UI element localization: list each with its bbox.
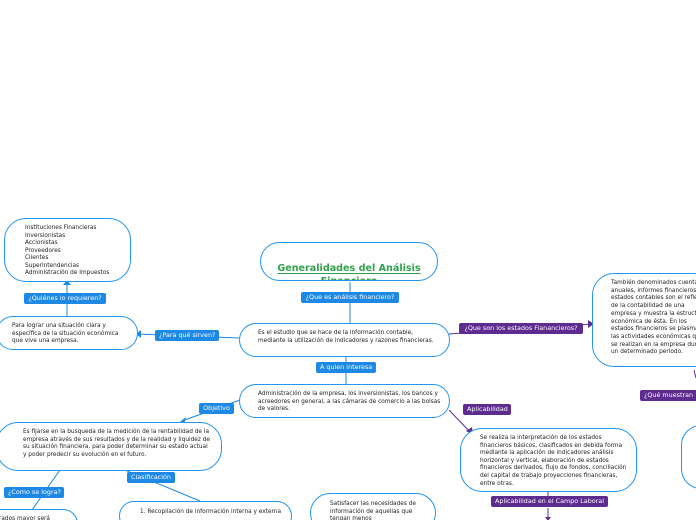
label-classification[interactable]: Clasificación [127,472,175,483]
arrow-purpose [136,330,141,338]
label-what-is[interactable]: ¿Que es análisis financiero? [301,292,399,303]
interest-node[interactable]: Administración de la empresa, los invers… [239,384,450,418]
arrow-who [63,280,71,285]
label-labor-field[interactable]: Aplicabilidad en el Campo Laboral [491,496,608,507]
who-requires-node[interactable]: Instituciones Financieras Inversionistas… [4,218,131,282]
applicability-node[interactable]: Se realiza la interpretación de los esta… [460,428,637,492]
title-text: Generalidades del Análisis Financiero [277,263,421,280]
purpose-node[interactable]: Para lograr una situación clara y especí… [0,316,138,350]
financial-statements-node[interactable]: También denominados cuentas anuales, inf… [592,273,696,367]
label-what-for[interactable]: ¿Para qué sirven? [155,330,219,341]
label-objective[interactable]: Objetivo [199,403,234,414]
classification-node[interactable]: 1. Recopilación de información interna y… [119,501,292,520]
link-interest-app [448,409,471,433]
definition-node[interactable]: Es el estudio que se hace de la informac… [239,323,450,357]
label-what-are-fs[interactable]: ¿Que son los estados Fianancieros? [459,323,583,334]
title-node[interactable]: Generalidades del Análisis Financiero [260,242,438,281]
label-what-they-show[interactable]: ¿Qué muestran [640,390,696,401]
arrow-fs [588,320,594,328]
needs-node[interactable]: Satisfacer las necesidades de informació… [310,493,436,520]
label-who-requires[interactable]: ¿Quiénes lo requieren? [24,293,106,304]
label-how-achieved[interactable]: ¿Como se logra? [4,487,64,498]
label-applicability[interactable]: Aplicabilidad [463,404,511,415]
partial-right-node[interactable] [681,425,696,489]
arrow-labor [545,517,551,520]
label-who-interest[interactable]: A quien interesa [316,362,376,373]
partial-left-node[interactable]: rados mayor será [0,509,78,520]
objective-node[interactable]: Es fijarse en la busqueda de la medición… [0,422,222,471]
